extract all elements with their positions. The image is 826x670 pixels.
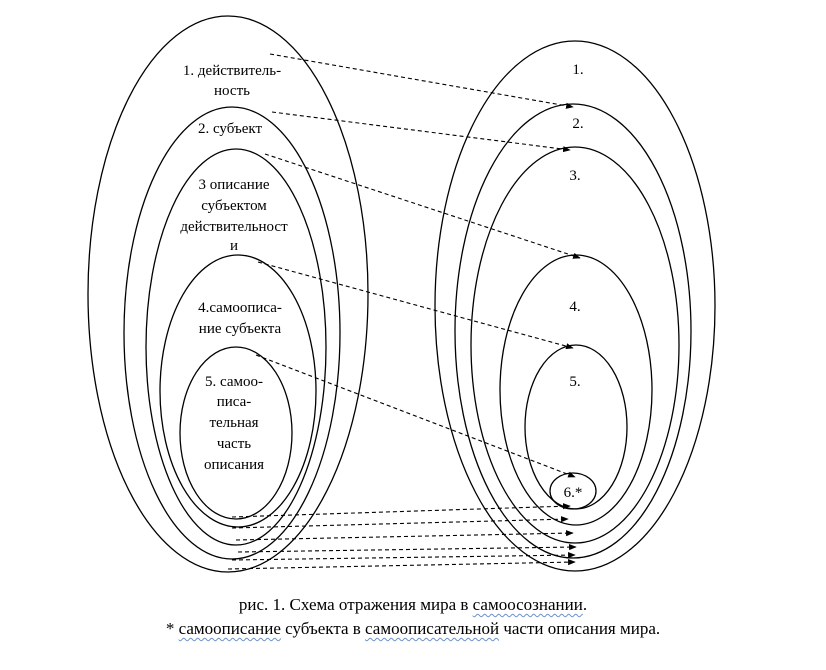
label-subject: 2. субъект — [198, 121, 263, 137]
arrow-4-to-5 — [258, 262, 573, 348]
label-reality-line2: ность — [214, 83, 250, 99]
label-description-line1: 3 описание — [198, 177, 269, 193]
label-description-line4: и — [230, 238, 238, 254]
label-right-3: 3. — [569, 168, 580, 184]
footnote-part3: субъекта в — [281, 619, 365, 638]
label-self-description-line1: 4.самоописа- — [198, 300, 282, 316]
footnote-part5: части описания мира. — [499, 619, 660, 638]
footnote-part1: * — [166, 619, 179, 638]
arrow-1-to-2 — [270, 54, 573, 107]
left-ellipse-1-reality — [88, 16, 368, 572]
label-self-descriptive-part-line4: часть — [217, 436, 251, 452]
arrow-bottom-6 — [228, 562, 575, 569]
arrow-bottom-4 — [238, 547, 576, 552]
caption-line1-part1: рис. 1. Схема отражения мира в — [239, 595, 473, 614]
label-right-4: 4. — [569, 299, 580, 315]
label-self-descriptive-part-line3: тельная — [209, 415, 258, 431]
label-right-5: 5. — [569, 374, 580, 390]
label-self-descriptive-part-line5: описания — [204, 457, 264, 473]
label-right-2: 2. — [572, 116, 583, 132]
diagram: 1. действитель- ность 2. субъект 3 описа… — [0, 0, 826, 590]
left-ellipse-5-self-descriptive-part — [180, 347, 292, 519]
label-self-descriptive-part-line2: писа- — [217, 394, 252, 410]
label-description-line2: субъектом — [201, 198, 267, 214]
arrow-bottom-2 — [232, 519, 568, 528]
footnote-part2: самоописание — [179, 619, 281, 638]
label-right-6: 6.* — [564, 485, 583, 501]
left-ellipse-group — [88, 16, 368, 572]
arrow-bottom-5 — [232, 555, 575, 560]
caption-line1-part3: . — [583, 595, 587, 614]
footnote-part4: самоописательной — [365, 619, 499, 638]
arrow-5-to-6 — [256, 355, 575, 477]
label-right-1: 1. — [572, 62, 583, 78]
top-arrows — [256, 54, 580, 477]
right-labels: 1. 2. 3. 4. 5. 6.* — [564, 62, 584, 501]
figure-caption: рис. 1. Схема отражения мира в самоосозн… — [0, 595, 826, 615]
label-self-descriptive-part-line1: 5. самоо- — [205, 374, 263, 390]
caption-line1-part2: самоосознании — [473, 595, 583, 614]
figure-footnote: * самоописание субъекта в самоописательн… — [0, 619, 826, 639]
arrow-2-to-3 — [272, 112, 570, 150]
label-self-description-line2: ние субъекта — [199, 321, 282, 337]
left-ellipse-4-self-description — [160, 255, 316, 527]
label-description-line3: действительност — [180, 219, 288, 235]
label-reality-line1: 1. действитель- — [183, 63, 281, 79]
